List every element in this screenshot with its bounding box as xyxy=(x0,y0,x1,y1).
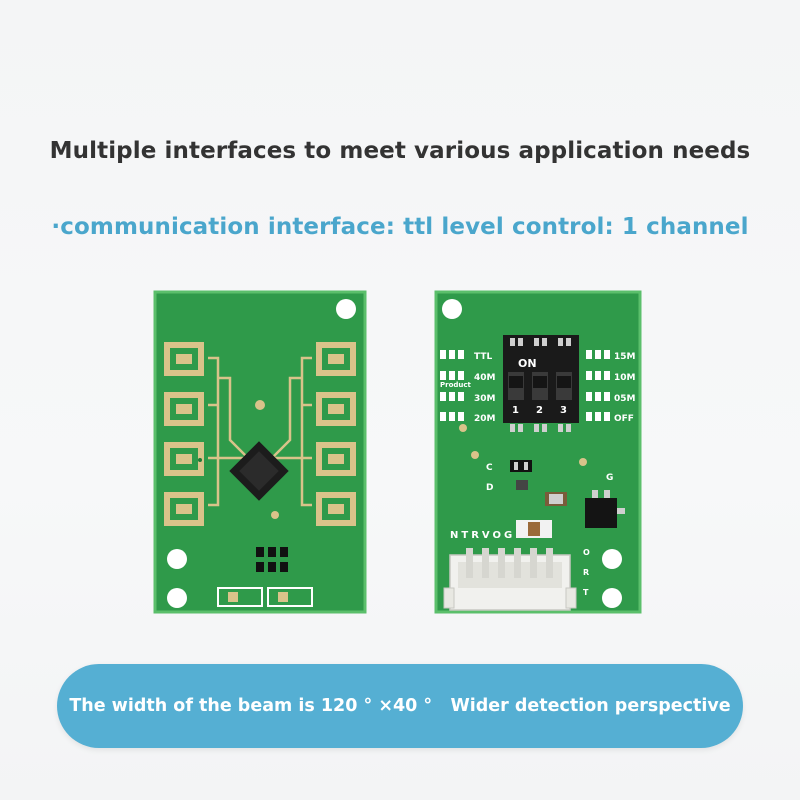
pin-side-t: T xyxy=(583,588,589,597)
pin-header-label: NTRVOG xyxy=(450,530,515,541)
dip-number-2: 2 xyxy=(536,405,543,416)
label-05m: 05M xyxy=(614,394,636,404)
dip-number-3: 3 xyxy=(560,405,567,416)
subheadline: ·communication interface: ttl level cont… xyxy=(51,214,749,240)
label-40m: 40M xyxy=(474,373,496,383)
label-10m: 10M xyxy=(614,373,636,383)
mounting-hole xyxy=(602,588,622,608)
headline: Multiple interfaces to meet various appl… xyxy=(49,138,751,164)
label-ttl: TTL xyxy=(474,352,492,362)
pin-connector xyxy=(443,548,577,611)
label-30m: 30M xyxy=(474,394,496,404)
label-d: D xyxy=(486,483,493,493)
label-20m: 20M xyxy=(474,414,496,424)
dip-number-1: 1 xyxy=(512,405,519,416)
label-g: G xyxy=(606,473,613,483)
dip-on-label: ON xyxy=(518,357,537,370)
pin-side-o: O xyxy=(583,548,590,557)
label-c: C xyxy=(486,463,493,473)
mounting-hole xyxy=(602,549,622,569)
label-product: Product xyxy=(440,381,472,389)
label-15m: 15M xyxy=(614,352,636,362)
radar-chip xyxy=(229,441,289,501)
feature-banner: The width of the beam is 120 ° ×40 ° Wid… xyxy=(57,664,743,748)
mounting-hole xyxy=(336,299,356,319)
right-interface-board: TTL 40M 30M 20M 15M 10M 05M OFF Product xyxy=(434,290,642,614)
label-off: OFF xyxy=(614,414,634,424)
mounting-hole xyxy=(167,588,187,608)
dip-switch: ON 1 2 3 xyxy=(503,335,579,432)
mounting-hole xyxy=(167,549,187,569)
left-radar-board xyxy=(153,290,367,614)
mounting-hole xyxy=(442,299,462,319)
banner-text: The width of the beam is 120 ° ×40 ° Wid… xyxy=(69,696,731,716)
pin-side-r: R xyxy=(583,568,589,577)
